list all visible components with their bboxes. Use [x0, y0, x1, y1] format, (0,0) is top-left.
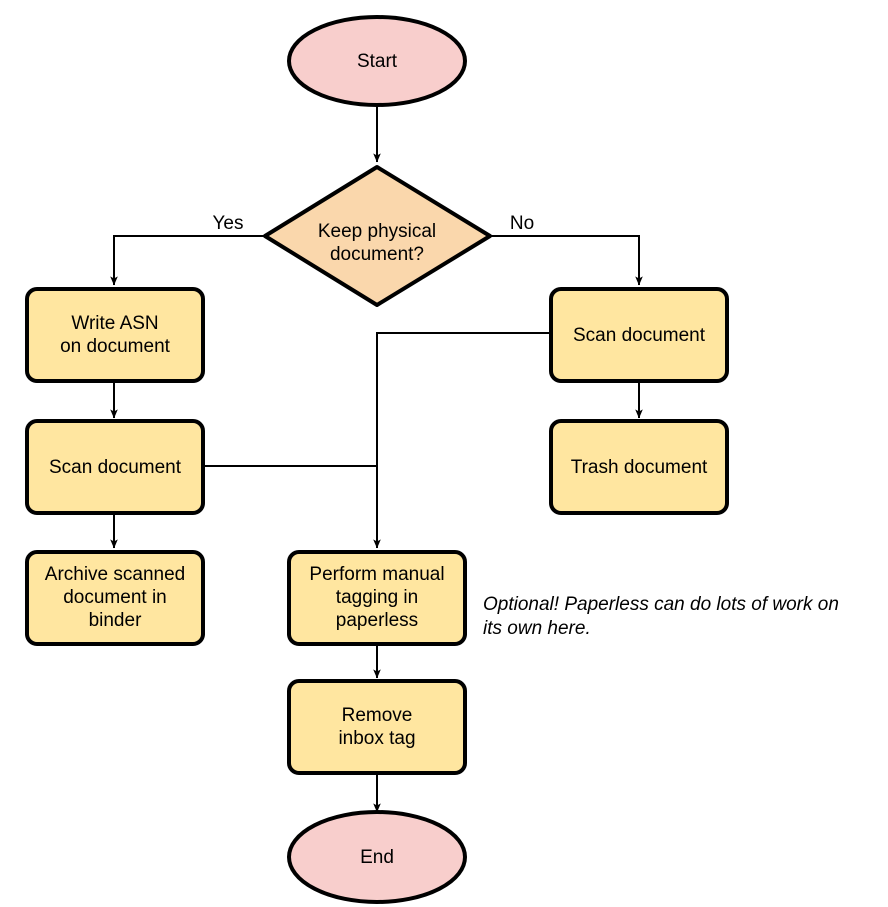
remove-inbox-tag-box[interactable]: [287, 679, 467, 775]
edge-labels-group: Yes No: [213, 213, 535, 234]
end-ellipse[interactable]: [287, 810, 467, 904]
edge-decision-yes-to-write-asn: [110, 235, 265, 286]
manual-tagging-label-line2: tagging in: [336, 587, 418, 608]
trash-document-box[interactable]: [549, 419, 729, 515]
annotation-line1: Optional! Paperless can do lots of work …: [483, 594, 839, 615]
trash-document-label: Trash document: [571, 457, 708, 478]
write-asn-label-line1: Write ASN: [71, 313, 158, 334]
annotation-line2: its own here.: [483, 618, 591, 639]
node-trash-document[interactable]: Trash document: [549, 419, 729, 515]
node-write-asn-on-document[interactable]: Write ASN on document: [25, 287, 205, 383]
edge-label-yes: Yes: [213, 213, 244, 234]
scan-document-right-label: Scan document: [573, 325, 706, 346]
decision-diamond[interactable]: [263, 165, 492, 307]
annotation-optional-paperless: Optional! Paperless can do lots of work …: [483, 594, 839, 639]
manual-tagging-label-line1: Perform manual: [309, 564, 444, 585]
node-remove-inbox-tag[interactable]: Remove inbox tag: [287, 679, 467, 775]
archive-label-line2: document in: [63, 587, 167, 608]
node-decision-keep-physical-document[interactable]: Keep physical document?: [263, 165, 492, 307]
remove-inbox-label-line1: Remove: [342, 705, 413, 726]
edge-label-no: No: [510, 213, 534, 234]
start-label: Start: [357, 51, 398, 72]
remove-inbox-label-line2: inbox tag: [338, 728, 415, 749]
scan-document-left-box[interactable]: [25, 419, 205, 515]
edge-decision-no-to-scan-right: [490, 235, 643, 286]
edge-scan-right-to-manual-tagging: [373, 332, 551, 549]
archive-label-line1: Archive scanned: [45, 564, 185, 585]
node-perform-manual-tagging[interactable]: Perform manual tagging in paperless: [287, 550, 467, 646]
node-archive-scanned-document[interactable]: Archive scanned document in binder: [25, 550, 205, 646]
archive-label-line3: binder: [89, 610, 142, 631]
start-ellipse[interactable]: [287, 15, 467, 107]
decision-label-line2: document?: [330, 244, 424, 265]
manual-tagging-box[interactable]: [287, 550, 467, 646]
end-label: End: [360, 847, 394, 868]
scan-document-left-label: Scan document: [49, 457, 182, 478]
node-start[interactable]: Start: [287, 15, 467, 107]
scan-document-right-box[interactable]: [549, 287, 729, 383]
node-scan-document-right[interactable]: Scan document: [549, 287, 729, 383]
write-asn-label-line2: on document: [60, 336, 171, 357]
manual-tagging-label-line3: paperless: [336, 610, 418, 631]
write-asn-box[interactable]: [25, 287, 205, 383]
edges-group: [110, 101, 643, 813]
node-end[interactable]: End: [287, 810, 467, 904]
archive-box[interactable]: [25, 550, 205, 646]
node-scan-document-left[interactable]: Scan document: [25, 419, 205, 515]
decision-label-line1: Keep physical: [318, 221, 436, 242]
